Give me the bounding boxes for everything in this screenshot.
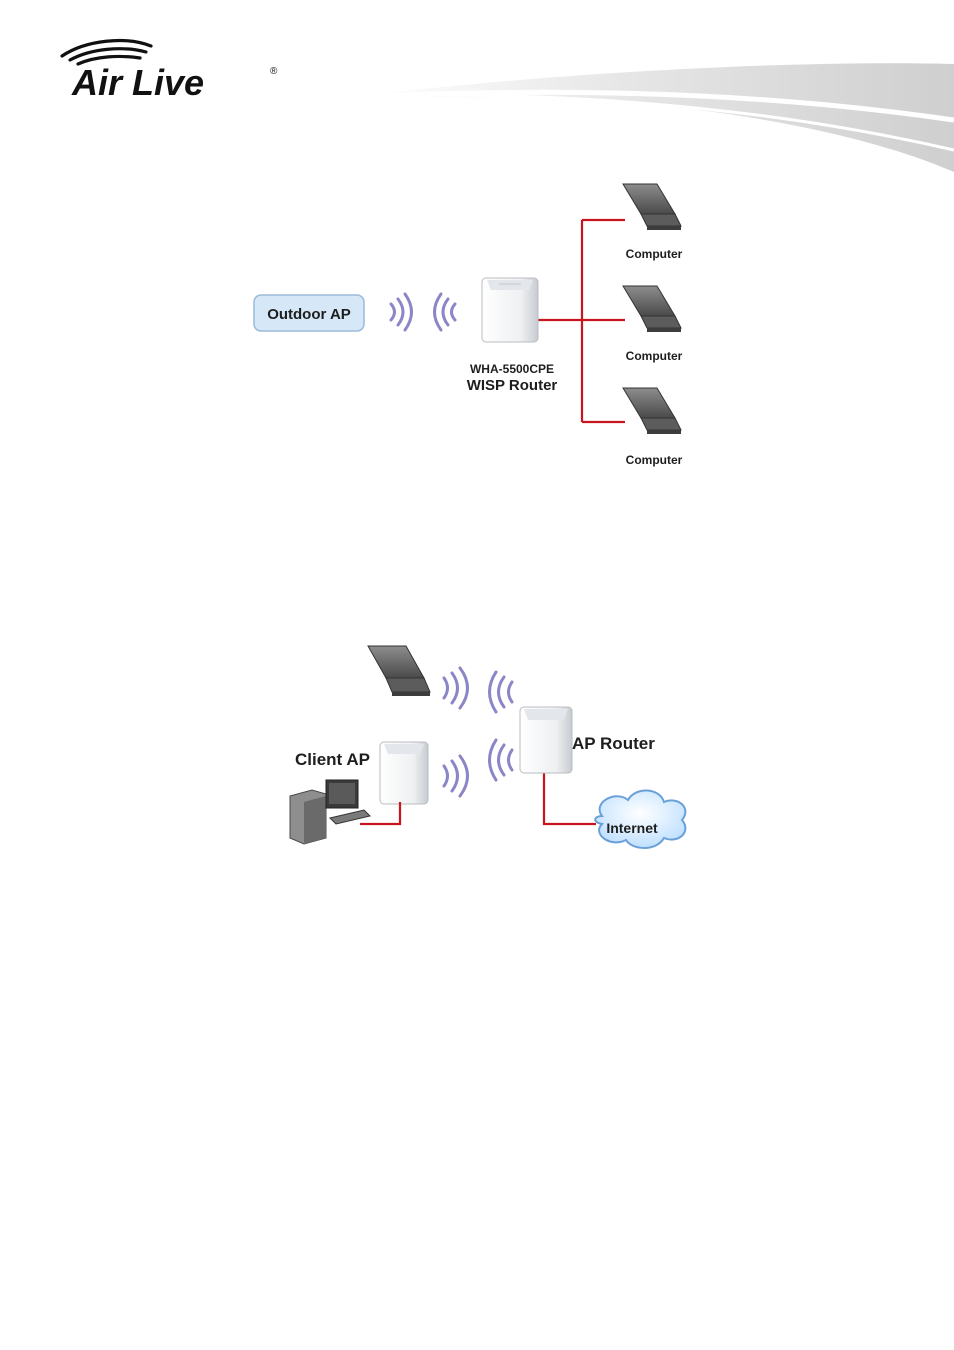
computer-label-2: Computer (626, 349, 683, 363)
device-model-label: WHA-5500CPE (470, 362, 554, 376)
client-ap-diagram: Client AP AP Router Internet (230, 612, 720, 887)
computer-label-3: Computer (626, 453, 683, 467)
outdoor-ap-label: Outdoor AP (267, 306, 351, 323)
computer-node (622, 183, 682, 230)
ap-router-label: AP Router (572, 734, 655, 753)
computer-node (622, 387, 682, 434)
outdoor-ap-node: Outdoor AP (253, 294, 365, 332)
computer-label-1: Computer (626, 247, 683, 261)
wireless-signal-icon (442, 738, 514, 798)
internet-label: Internet (606, 820, 658, 836)
laptop-icon (367, 645, 431, 696)
device-role-label: WISP Router (467, 377, 558, 394)
logo-text: Air Live (71, 62, 204, 103)
airlive-logo: Air Live ® (60, 38, 278, 103)
computer-node (622, 285, 682, 332)
header-swoosh (360, 63, 954, 172)
client-ap-device-icon (379, 741, 429, 805)
registered-mark: ® (270, 66, 278, 77)
internet-cloud-icon: Internet (594, 789, 687, 849)
wireless-signal-icon (442, 666, 514, 714)
wisp-router-diagram: Outdoor AP WHA-5500CPE WISP Router (237, 168, 717, 473)
ethernet-cables (537, 218, 625, 424)
client-ap-label: Client AP (295, 750, 370, 769)
desktop-computer-icon (289, 779, 371, 845)
ap-router-device-icon (519, 706, 573, 774)
wireless-signal-icon (389, 292, 457, 332)
ethernet-cables (360, 764, 596, 826)
wisp-router-device-icon (481, 277, 539, 343)
